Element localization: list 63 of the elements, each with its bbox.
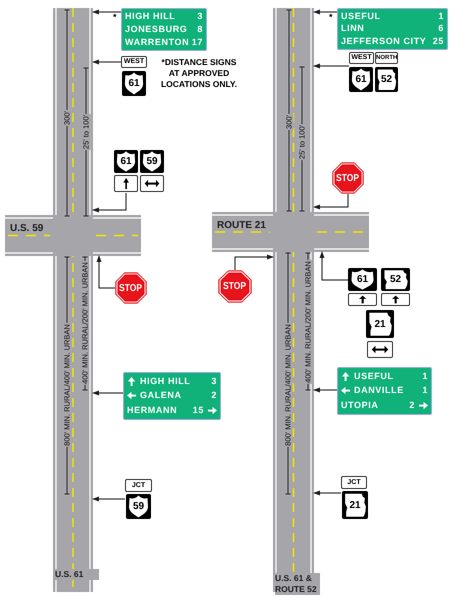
us-route-shield: 61: [122, 71, 146, 96]
state-route-shield: 21: [342, 491, 368, 519]
stop-sign: STOP: [115, 272, 147, 304]
leader-line: [313, 64, 350, 68]
destination-name: JEFFERSON CITY: [341, 36, 426, 48]
note-text: *DISTANCE SIGNS AT APPROVED LOCATIONS ONLY.: [160, 57, 238, 90]
leader-line: [313, 490, 342, 496]
leader-line: [313, 388, 338, 392]
distance-number: 8: [197, 24, 203, 35]
destination-name: WARRENTON: [125, 37, 190, 48]
road-name: U.S. 61: [55, 569, 99, 580]
destination-name: HERMANN: [127, 405, 178, 416]
leader-line: [313, 10, 338, 14]
destination-name: GALENA: [140, 390, 182, 402]
leader-line: [92, 60, 122, 64]
stop-sign: STOP: [332, 162, 364, 194]
destination-name: LINN: [341, 23, 364, 34]
distance-number: 3: [211, 376, 217, 387]
state-route-shield: 21: [366, 310, 394, 338]
distance-sign: [337, 8, 448, 50]
distance-number: 3: [197, 11, 203, 22]
distance-number: 2: [409, 400, 415, 412]
distance-number: 17: [192, 37, 203, 48]
leader-line: [92, 10, 122, 14]
leader-line: [96, 255, 116, 288]
destination-name: JONESBURG: [125, 24, 188, 35]
destination-name: HIGH HILL: [140, 376, 190, 387]
road-name: ROUTE 21: [217, 220, 266, 231]
distance-number: 1: [422, 385, 428, 396]
road: [212, 212, 369, 252]
distance-number: 25: [432, 36, 444, 48]
state-route-shield: 52: [381, 268, 410, 291]
destination-sign: [123, 372, 221, 420]
distance-sign: [121, 8, 207, 51]
us-route-shield: 61: [348, 268, 377, 291]
destination-name: UTOPIA: [341, 400, 378, 412]
distance-number: 1: [422, 370, 428, 382]
destination-sign: [337, 367, 432, 415]
state-route-shield: 52: [375, 67, 398, 92]
road: [5, 215, 141, 256]
us-route-shield: 61: [114, 150, 138, 173]
leader-line: [92, 192, 126, 212]
footnote-asterisk: *: [329, 12, 333, 22]
distance-number: 1: [438, 10, 444, 22]
leader-line: [313, 194, 348, 210]
leader-line: [320, 251, 348, 280]
us-route-shield: 59: [140, 150, 164, 173]
leader-line: [92, 496, 126, 502]
footnote-asterisk: *: [113, 12, 117, 22]
road-name: U.S. 61 & ROUTE 52: [275, 573, 320, 595]
destination-name: HIGH HILL: [125, 11, 176, 22]
distance-number: 6: [438, 23, 444, 34]
leader-line: [92, 390, 124, 396]
stop-sign: STOP: [218, 270, 252, 303]
destination-name: DANVILLE: [354, 385, 404, 396]
leader-line: [234, 254, 274, 270]
us-route-shield: 59: [126, 494, 151, 519]
distance-number: 15: [192, 405, 204, 416]
destination-name: USEFUL: [354, 370, 394, 382]
destination-name: USEFUL: [341, 10, 381, 22]
us-route-shield: 61: [349, 67, 373, 92]
distance-number: 2: [211, 390, 217, 402]
road-name: U.S. 59: [10, 223, 44, 234]
